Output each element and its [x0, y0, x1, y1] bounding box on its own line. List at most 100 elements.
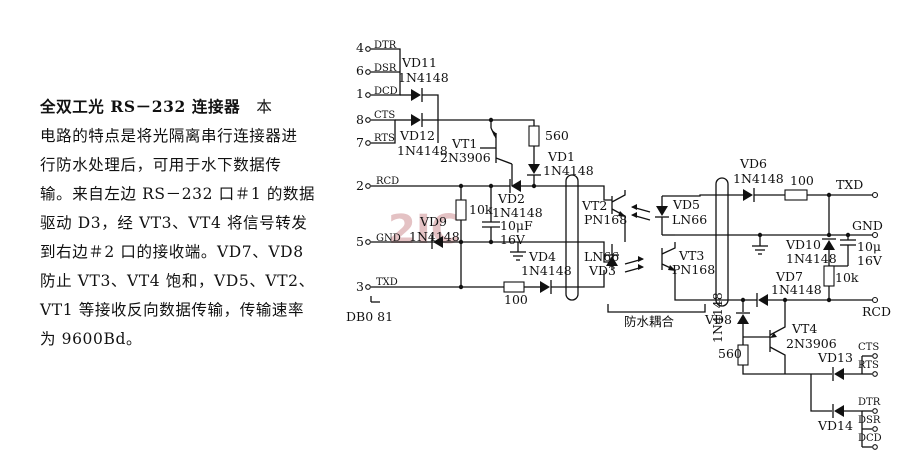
- txd-line-left: 100 VD4 1N4148: [371, 249, 605, 307]
- resistor-10k-b: [823, 265, 835, 287]
- led-vd5: [656, 206, 668, 216]
- description-title-tail: 本: [256, 98, 273, 116]
- description-line: 为 9600Bd。: [40, 330, 143, 348]
- right-pin-dtr: DTR: [858, 397, 881, 408]
- cable-left: [565, 174, 579, 301]
- gnd-line-left: VD9 1N4148: [371, 214, 612, 263]
- vd6-label: VD6: [739, 156, 767, 171]
- r100a-label: 100: [504, 292, 528, 307]
- vd12-label: VD12: [399, 128, 435, 143]
- diode-vd10: [823, 240, 835, 250]
- right-pin-rts: RTS: [858, 360, 879, 371]
- c10u-b-voltage: 16V: [857, 253, 883, 268]
- vd11-part: 1N4148: [398, 70, 449, 85]
- vd5-part: LN66: [672, 212, 707, 227]
- vd10-label: VD10: [785, 237, 821, 252]
- vd3-label: VD3: [588, 263, 616, 278]
- pin-label-cts: CTS: [374, 110, 395, 121]
- diode-vd12: [411, 114, 421, 126]
- vt4-part: 2N3906: [786, 336, 837, 351]
- rcd-line: VD2 1N4148 10k 10μF 16V: [371, 179, 612, 287]
- diode-vd4: [540, 281, 550, 293]
- transistor-vt4: [769, 300, 786, 374]
- diode-vd2: [511, 180, 521, 192]
- diode-vd6: [743, 189, 753, 201]
- right-pin-cts: CTS: [858, 342, 879, 353]
- vt1-part: 2N3906: [440, 150, 491, 165]
- description-line: 输。来自左边 RS－232 口＃1 的数据: [40, 185, 316, 203]
- vd4-label: VD4: [528, 249, 556, 264]
- left-connector: 4 6 1 8 7 2 5 3 DTR DSR DCD CTS RTS RCD …: [346, 40, 401, 324]
- description-line: VT1 等接收反向数据传输，传输速率: [40, 301, 305, 319]
- right-pin-txd: TXD: [836, 177, 863, 192]
- description-line: 电路的特点是将光隔离串行连接器进: [40, 127, 298, 145]
- led-vd3: [606, 256, 618, 266]
- c10u-b-label: 10μ: [857, 239, 881, 254]
- vd2-label: VD2: [497, 191, 525, 206]
- diode-vd9: [433, 236, 443, 248]
- pin-number: 8: [356, 112, 364, 127]
- pin-label-dcd: DCD: [374, 86, 398, 97]
- vd1-part: 1N4148: [543, 163, 594, 178]
- vd5-label: VD5: [672, 197, 700, 212]
- diode-vd14: [834, 405, 844, 417]
- circuit-description: 全双工光 RS－232 连接器 本 电路的特点是将光隔离串行连接器进 行防水处理…: [40, 92, 340, 354]
- vd4-part: 1N4148: [521, 263, 572, 278]
- resistor-560a: [528, 125, 540, 147]
- description-line: 驱动 D3，经 VT3、VT4 将信号转发: [40, 214, 308, 232]
- pin-number: 2: [356, 178, 364, 193]
- vd9-part: 1N4148: [409, 229, 460, 244]
- resistor-100b: [784, 189, 808, 201]
- vd12-part: 1N4148: [397, 143, 448, 158]
- pin-label-dtr: DTR: [374, 40, 397, 51]
- right-side-circuit: VD6 1N4148 100 TXD GND VD10 1N4148 10μ 1…: [704, 156, 891, 450]
- description-line: 全双工光 RS－232 连接器 本: [40, 92, 340, 122]
- r560b-label: 560: [718, 346, 742, 361]
- watermark: 2IC: [388, 207, 460, 253]
- right-pin-dsr: DSR: [858, 415, 881, 426]
- description-line: 到右边＃2 口的接收端。VD7、VD8: [40, 243, 304, 261]
- vd9-label: VD9: [419, 214, 447, 229]
- vt3-label: VT3: [678, 248, 704, 263]
- r100b-label: 100: [790, 173, 814, 188]
- description-line: 行防水处理后，可用于水下数据传: [40, 156, 282, 174]
- vd7-label: VD7: [775, 269, 803, 284]
- pin-label-rcd: RCD: [376, 176, 399, 187]
- right-pin-gnd: GND: [852, 218, 883, 233]
- right-pin-dcd: DCD: [858, 433, 882, 444]
- vt4-label: VT4: [791, 321, 817, 336]
- vd7-part: 1N4148: [771, 282, 822, 297]
- vt1-label: VT1: [451, 136, 477, 151]
- vt2-label: VT2: [581, 198, 607, 213]
- pin-number: 1: [356, 86, 364, 101]
- transistor-vt1: [480, 127, 513, 165]
- c10u-a-voltage: 16V: [500, 232, 526, 247]
- vt3-part: PN168: [672, 262, 715, 277]
- coupling-label: 防水耦合: [624, 314, 675, 329]
- vd11-label: VD11: [401, 55, 437, 70]
- r560a-label: 560: [545, 128, 569, 143]
- diode-vd11: [411, 89, 421, 101]
- handshake-section-left: VD11 1N4148 VD12 1N4148 VT1 2N3906 560: [371, 48, 594, 186]
- pin-label-gnd: GND: [376, 233, 401, 244]
- description-line: 防止 VT3、VT4 饱和，VD5、VT2、: [40, 272, 315, 290]
- connector-left-label: DB0 81: [346, 309, 393, 324]
- pin-number: 4: [356, 40, 364, 55]
- pin-label-dsr: DSR: [374, 63, 397, 74]
- pin-label-rts: RTS: [374, 133, 395, 144]
- pin-label-txd: TXD: [376, 277, 398, 288]
- pin-number: 5: [356, 234, 364, 249]
- vd8-part: 1N4148: [710, 292, 725, 343]
- resistor-100a: [503, 281, 525, 293]
- diode-vd1: [528, 164, 540, 174]
- diode-vd8: [737, 314, 749, 324]
- diode-vd7: [758, 294, 768, 306]
- c10u-a-label: 10μF: [500, 218, 533, 233]
- vd10-part: 1N4148: [786, 251, 837, 266]
- pin-number: 6: [356, 63, 364, 78]
- vt2-part: PN168: [584, 212, 627, 227]
- vd8-label: VD8: [704, 312, 732, 327]
- vd2-part: 1N4148: [492, 205, 543, 220]
- pin-number: 7: [356, 135, 364, 150]
- r10k-a-label: 10k: [469, 202, 493, 217]
